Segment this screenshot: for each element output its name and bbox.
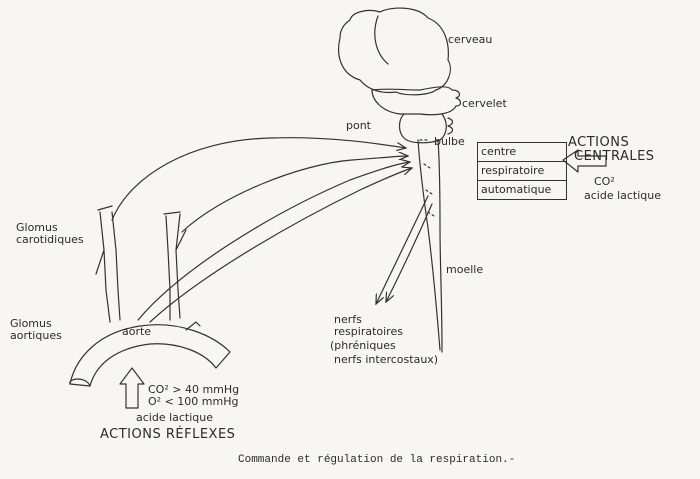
label-cervelet: cervelet [462, 97, 507, 110]
actions-centrales-line-2: CENTRALES [574, 149, 655, 164]
central-stim-lactic: acide lactique [584, 189, 662, 202]
central-stim-co2: CO² [594, 175, 615, 188]
moelle-hatch [419, 139, 435, 217]
bulbe-moelle [417, 139, 443, 353]
centre-line-1: centre [481, 145, 517, 158]
centre-respiratoire-box: centre respiratoire automatique [477, 142, 567, 200]
aortic-branch [185, 321, 201, 331]
aortic-end [69, 378, 91, 387]
actions-reflexes-title: ACTIONS RÉFLEXES [100, 427, 236, 442]
label-nerfs-2: respiratoires [334, 325, 403, 338]
label-moelle: moelle [446, 263, 484, 276]
figure-caption: Commande et régulation de la respiration… [238, 454, 516, 466]
reflex-stim-arrow [119, 367, 145, 409]
central-stim-arrow [562, 149, 607, 173]
label-nerfs-4: nerfs intercostaux) [334, 353, 439, 366]
reflex-stim-co2: CO² > 40 mmHg [148, 383, 240, 396]
afferent-aortic-1 [137, 162, 410, 321]
afferent-carotid-right [181, 156, 408, 233]
cervelet-folds [447, 117, 454, 135]
label-glomus-aortiques-1: Glomus [10, 317, 52, 330]
cervelet [371, 86, 462, 116]
label-nerfs-3: (phréniques [330, 339, 396, 352]
reflex-stim-o2: O² < 100 mmHg [148, 395, 239, 408]
label-pont: pont [346, 119, 371, 132]
efferent-nerve-1 [376, 195, 429, 304]
reflex-stim-lactic: acide lactique [136, 411, 214, 424]
afferent-carotid-left [111, 137, 406, 221]
aortic-arch [69, 324, 231, 387]
pont [398, 113, 447, 144]
carotid-caps [97, 205, 181, 215]
label-glomus-aortiques-2: aortiques [10, 329, 62, 342]
label-glomus-carotidiques-1: Glomus [16, 221, 58, 234]
label-glomus-carotidiques-2: carotidiques [16, 233, 84, 246]
carotid-right [165, 213, 187, 321]
afferent-aortic-2 [149, 168, 412, 323]
efferent-nerve-2 [386, 203, 433, 302]
actions-centrales-line-1: ACTIONS [568, 135, 630, 150]
label-bulbe: bulbe [434, 135, 465, 148]
brain-fold [374, 15, 389, 65]
brain-cerveau [338, 7, 451, 96]
centre-line-2: respiratoire [481, 164, 545, 177]
label-nerfs-1: nerfs [334, 313, 362, 326]
carotid-left [95, 211, 121, 323]
label-cerveau: cerveau [448, 33, 493, 46]
label-aorte: aorte [122, 325, 152, 338]
centre-line-3: automatique [481, 183, 552, 196]
